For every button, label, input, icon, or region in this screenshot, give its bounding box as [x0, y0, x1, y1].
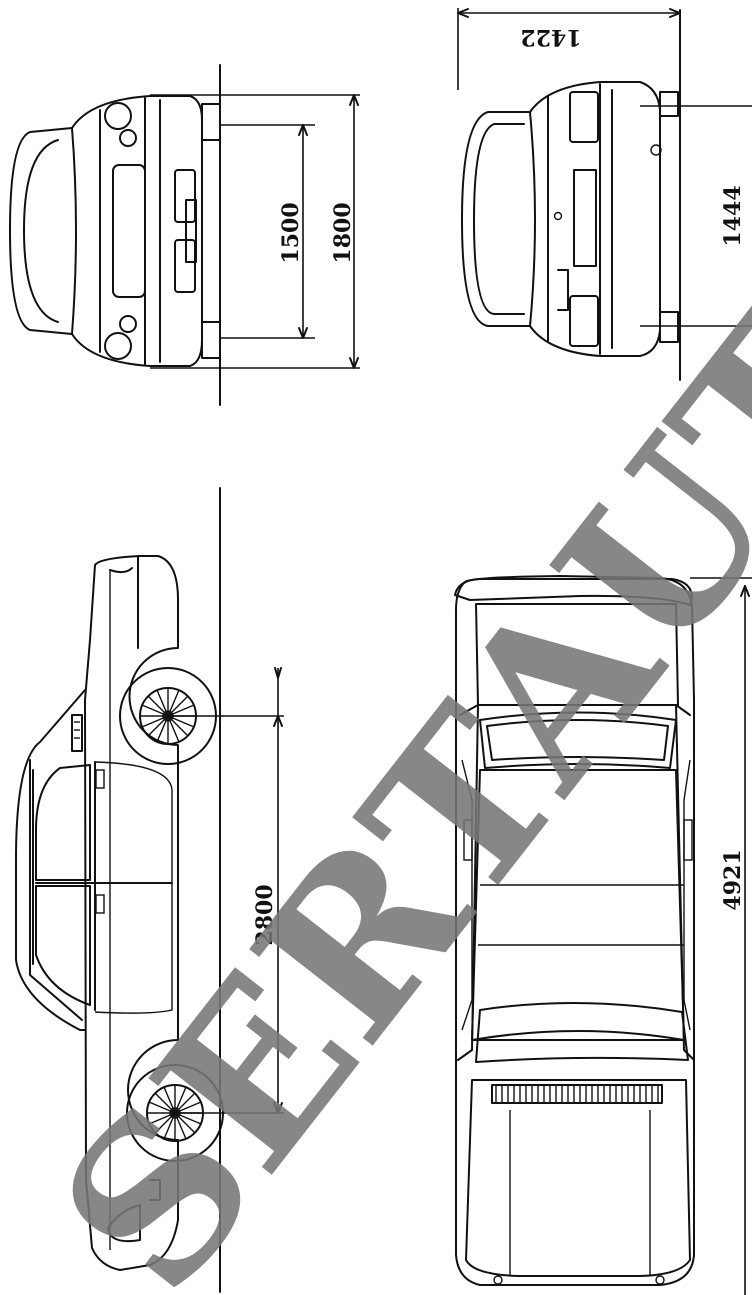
dimension-track-front: 1500	[278, 202, 304, 263]
dimension-overall-height: 1422	[520, 24, 581, 50]
dimension-overall-width: 1800	[330, 202, 356, 263]
dimension-overall-length: 4921	[720, 849, 746, 910]
dimension-track-rear: 1444	[720, 185, 746, 246]
front-view: 1500 1800	[9, 64, 360, 406]
dimension-wheelbase: 2800	[252, 884, 278, 945]
rear-view: 1444 1422	[457, 8, 752, 381]
side-view: 2800	[15, 487, 284, 1293]
top-view: 4921	[454, 575, 752, 1295]
